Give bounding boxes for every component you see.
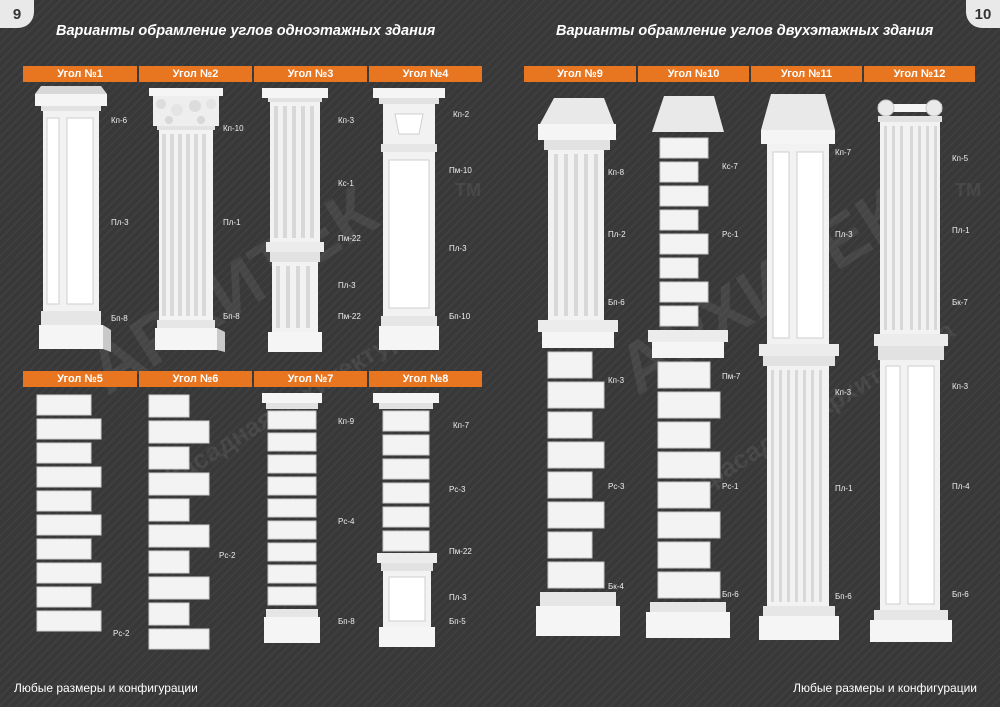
- corner-10: Кс-7 Рс-1 Пм-7 Рс-1 Бп-6: [638, 84, 749, 654]
- tabs-row-1: Угол №1 Угол №2 Угол №3 Угол №4: [23, 66, 482, 82]
- two-storey-corner-illustration: [759, 94, 839, 640]
- label-c5-1: Рс-2: [113, 629, 130, 638]
- label-c12-4: Кп-3: [952, 382, 969, 391]
- label-c10-5: Бп-6: [722, 590, 739, 599]
- label-c11-4: Пл-1: [835, 484, 853, 493]
- label-c8-3: Пм-22: [449, 547, 472, 556]
- corner-4: Кп-2 Пм-10 Пл-3 Бп-10: [369, 84, 482, 364]
- corner-9: Кп-8 Пл-2 Бп-6 Кп-3 Рс-3 Бк-4: [524, 84, 636, 654]
- corner-5: Рс-2: [23, 389, 137, 654]
- corner-3: Кп-3 Кс-1 Пм-22 Пл-3 Пм-22: [254, 84, 367, 364]
- rustication-illustration: [36, 394, 102, 632]
- corner-1: Кп-6 Пл-3 Бп-8: [23, 84, 137, 364]
- label-c11-2: Пл-3: [835, 230, 853, 239]
- label-c12-1: Кп-5: [952, 154, 969, 163]
- label-c2-3: Бп-8: [223, 312, 240, 321]
- label-c8-4: Пл-3: [449, 593, 467, 602]
- two-storey-corner-illustration: [646, 96, 730, 638]
- label-c10-2: Рс-1: [722, 230, 739, 239]
- tab-corner-10: Угол №10: [638, 66, 749, 82]
- label-c4-3: Пл-3: [449, 244, 467, 253]
- tab-corner-11: Угол №11: [751, 66, 862, 82]
- label-c9-1: Кп-8: [608, 168, 625, 177]
- label-c2-2: Пл-1: [223, 218, 241, 227]
- page-number-left: 9: [0, 0, 34, 28]
- tabs-row-2: Угол №5 Угол №6 Угол №7 Угол №8: [23, 371, 482, 387]
- tab-corner-3: Угол №3: [254, 66, 367, 82]
- rustication-illustration: [262, 393, 322, 643]
- label-c3-1: Кп-3: [338, 116, 355, 125]
- label-c11-5: Бп-6: [835, 592, 852, 601]
- corner-12: Кп-5 Пл-1 Бк-7 Кп-3 Пл-4 Бп-6: [864, 84, 975, 654]
- pilaster-illustration: [262, 88, 328, 352]
- label-c10-1: Кс-7: [722, 162, 738, 171]
- tab-corner-4: Угол №4: [369, 66, 482, 82]
- rustication-illustration: [373, 393, 439, 647]
- label-c10-3: Пм-7: [722, 372, 741, 381]
- tab-corner-9: Угол №9: [524, 66, 636, 82]
- corner-7: Кп-9 Рс-4 Бп-8: [254, 389, 367, 654]
- label-c3-4: Пл-3: [338, 281, 356, 290]
- label-c9-6: Бк-4: [608, 582, 624, 591]
- title-two-storey: Варианты обрамление углов двухэтажных зд…: [556, 23, 934, 39]
- label-c4-4: Бп-10: [449, 312, 471, 321]
- label-c1-1: Кп-6: [111, 116, 128, 125]
- tab-corner-8: Угол №8: [369, 371, 482, 387]
- label-c7-2: Рс-4: [338, 517, 355, 526]
- corner-6: Рс-2: [139, 389, 252, 654]
- label-c7-3: Бп-8: [338, 617, 355, 626]
- label-c9-3: Бп-6: [608, 298, 625, 307]
- page-number-right: 10: [966, 0, 1000, 28]
- tab-corner-12: Угол №12: [864, 66, 975, 82]
- label-c10-4: Рс-1: [722, 482, 739, 491]
- label-c9-5: Рс-3: [608, 482, 625, 491]
- tab-corner-6: Угол №6: [139, 371, 252, 387]
- tabs-row-3: Угол №9 Угол №10 Угол №11 Угол №12: [524, 66, 975, 82]
- two-storey-corner-illustration: [870, 99, 952, 642]
- tab-corner-2: Угол №2: [139, 66, 252, 82]
- label-c12-3: Бк-7: [952, 298, 968, 307]
- label-c1-2: Пл-3: [111, 218, 129, 227]
- pilaster-illustration: [373, 88, 445, 350]
- tab-corner-1: Угол №1: [23, 66, 137, 82]
- label-c8-1: Кп-7: [453, 421, 470, 430]
- label-c11-3: Кп-3: [835, 388, 852, 397]
- label-c3-5: Пм-22: [338, 312, 361, 321]
- label-c7-1: Кп-9: [338, 417, 355, 426]
- label-c12-5: Пл-4: [952, 482, 970, 491]
- title-one-storey: Варианты обрамление углов одноэтажных зд…: [56, 23, 436, 39]
- footer-right: Любые размеры и конфигурации: [793, 681, 977, 695]
- label-c4-1: Кп-2: [453, 110, 470, 119]
- label-c3-3: Пм-22: [338, 234, 361, 243]
- label-c1-3: Бп-8: [111, 314, 128, 323]
- footer-left: Любые размеры и конфигурации: [14, 681, 198, 695]
- label-c12-2: Пл-1: [952, 226, 970, 235]
- label-c6-1: Рс-2: [219, 551, 236, 560]
- label-c3-2: Кс-1: [338, 179, 354, 188]
- label-c12-6: Бп-6: [952, 590, 969, 599]
- tab-corner-5: Угол №5: [23, 371, 137, 387]
- tab-corner-7: Угол №7: [254, 371, 367, 387]
- label-c4-2: Пм-10: [449, 166, 472, 175]
- corner-11: Кп-7 Пл-3 Кп-3 Пл-1 Бп-6: [751, 84, 862, 654]
- label-c9-4: Кп-3: [608, 376, 625, 385]
- label-c8-5: Бп-5: [449, 617, 466, 626]
- corner-2: Кп-10 Пл-1 Бп-8: [139, 84, 252, 364]
- pilaster-illustration: [149, 88, 225, 352]
- label-c8-2: Рс-3: [449, 485, 466, 494]
- pilaster-illustration: [35, 86, 111, 352]
- label-c2-1: Кп-10: [223, 124, 244, 133]
- label-c9-2: Пл-2: [608, 230, 626, 239]
- two-storey-corner-illustration: [536, 98, 620, 636]
- rustication-illustration: [148, 394, 210, 650]
- label-c11-1: Кп-7: [835, 148, 852, 157]
- corner-8: Кп-7 Рс-3 Пм-22 Пл-3 Бп-5: [369, 389, 482, 654]
